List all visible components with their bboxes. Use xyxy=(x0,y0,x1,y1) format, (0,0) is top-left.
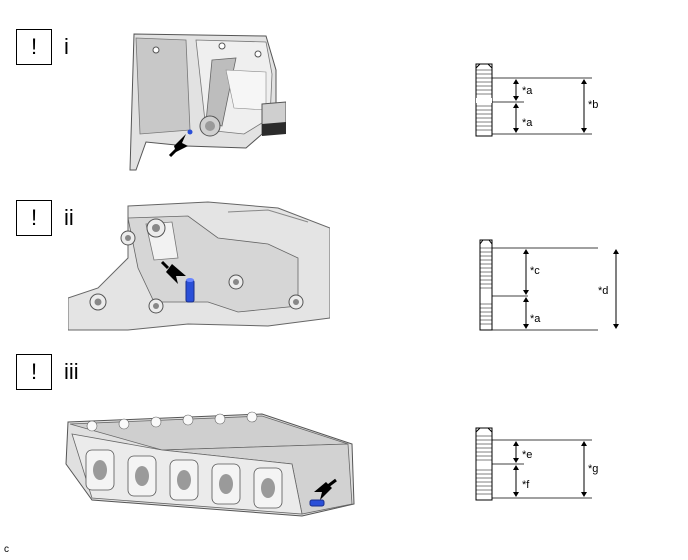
caution-marker-iii: ! xyxy=(16,354,52,390)
dimension-label-overall: *g xyxy=(588,463,598,475)
stud-bolt-diagram-3: *e *f *g xyxy=(475,427,598,501)
stud-bolt-diagram-1: *a *a *b xyxy=(475,63,598,137)
dimension-label-overall: *b xyxy=(588,99,598,111)
step-label-i: i xyxy=(64,34,69,59)
dimension-label-bottom: *a xyxy=(522,117,533,129)
dimension-label-bottom: *a xyxy=(530,313,541,325)
step-label-iii: iii xyxy=(64,359,79,384)
caution-symbol: ! xyxy=(30,205,38,230)
dimension-label-bottom: *f xyxy=(522,479,530,491)
stud-bolt-diagram-2: *c *a *d xyxy=(479,239,619,331)
dimension-label-top: *e xyxy=(522,449,532,461)
caution-marker-ii: ! xyxy=(16,200,52,236)
caution-marker-i: ! xyxy=(16,29,52,65)
step-label-ii: ii xyxy=(64,205,74,230)
dimension-label-top: *c xyxy=(530,265,540,277)
illustration-code: c xyxy=(4,544,9,555)
oil-pan-illustration xyxy=(129,33,286,171)
dimension-label-top: *a xyxy=(522,85,533,97)
cylinder-head-illustration xyxy=(65,411,355,517)
caution-symbol: ! xyxy=(30,34,38,59)
caution-symbol: ! xyxy=(30,359,38,384)
engine-block-illustration xyxy=(68,201,330,331)
dimension-label-overall: *d xyxy=(598,285,608,297)
